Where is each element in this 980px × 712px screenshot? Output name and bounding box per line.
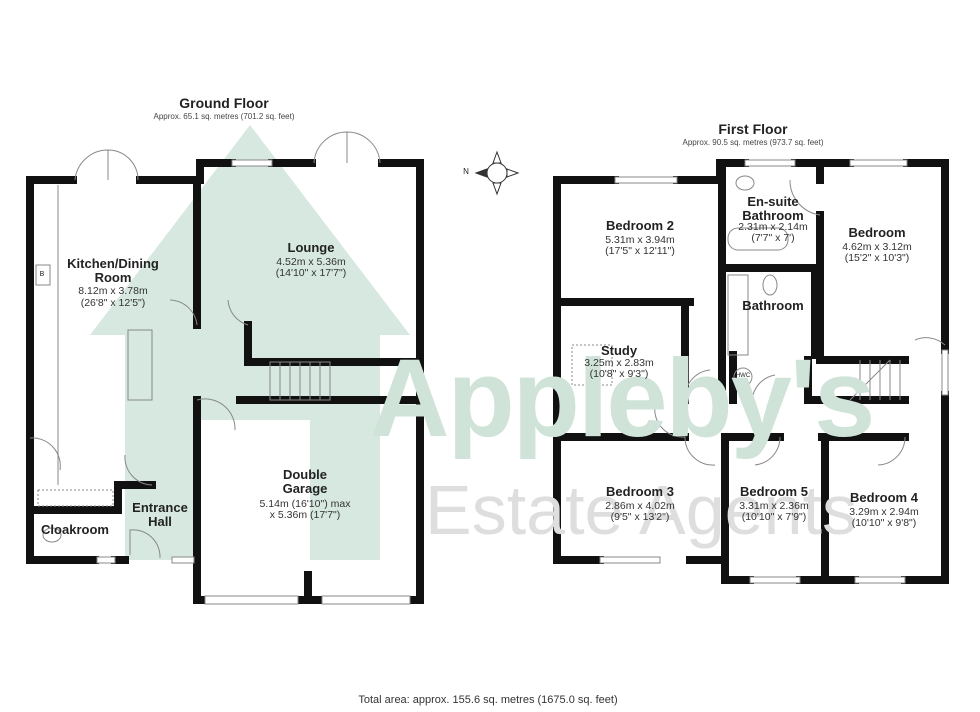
room-bedroom: Bedroom xyxy=(848,225,906,240)
compass-north-label: N xyxy=(463,167,469,176)
room-bathroom: Bathroom xyxy=(742,298,804,313)
room-lounge: Lounge xyxy=(287,240,335,255)
watermark-line2: Estate Agents xyxy=(425,471,857,549)
room-bedroom-3: Bedroom 3 xyxy=(606,484,674,499)
compass-icon xyxy=(474,150,520,196)
room-cloakroom: Cloakroom xyxy=(41,522,109,537)
first-floor-walls xyxy=(553,159,949,584)
first-floor-title: First Floor xyxy=(718,121,788,137)
room-bedroom-2-imperial: (17'5" x 12'11") xyxy=(605,245,675,257)
room-kitchen-dining-imperial: (26'8" x 12'5") xyxy=(80,297,146,309)
room-bedroom-3-metric: 2.86m x 4.02m xyxy=(605,500,675,512)
ground-floor-title: Ground Floor xyxy=(179,95,269,111)
room-en-suite-metric: 2.31m x 2.14m xyxy=(738,221,808,233)
room-bedroom-2: Bedroom 2 xyxy=(606,218,674,233)
room-kitchen-dining-metric: 8.12m x 3.78m xyxy=(78,285,148,297)
room-bedroom-2-metric: 5.31m x 3.94m xyxy=(605,234,675,246)
room-bedroom-4-metric: 3.29m x 2.94m xyxy=(849,506,919,518)
room-bedroom-5-imperial: (10'10" x 7'9") xyxy=(741,511,807,523)
room-lounge-imperial: (14'10" x 17'7") xyxy=(275,267,347,279)
ground-floor-walls xyxy=(26,159,424,604)
room-garage-imperial: x 5.36m (17'7") xyxy=(269,509,341,521)
room-lounge-metric: 4.52m x 5.36m xyxy=(276,256,346,268)
room-bedroom-metric: 4.62m x 3.12m xyxy=(842,241,912,253)
boiler-label: B xyxy=(39,271,45,278)
room-bedroom-4-imperial: (10'10" x 9'8") xyxy=(851,517,917,529)
ground-floor-area: Approx. 65.1 sq. metres (701.2 sq. feet) xyxy=(153,112,295,121)
room-bedroom-4: Bedroom 4 xyxy=(850,490,918,505)
room-en-suite: En-suite Bathroom xyxy=(742,194,804,224)
room-double-garage: Double Garage xyxy=(282,467,328,497)
room-entrance-hall: Entrance Hall xyxy=(132,500,188,530)
room-garage-metric: 5.14m (16'10") max xyxy=(259,498,351,510)
room-study: Study xyxy=(600,343,638,358)
room-kitchen-dining: Kitchen/Dining Room xyxy=(67,256,159,286)
room-study-imperial: (10'8" x 9'3") xyxy=(589,368,649,380)
room-bedroom-3-imperial: (9'5" x 13'2") xyxy=(610,511,670,523)
first-floor-area: Approx. 90.5 sq. metres (973.7 sq. feet) xyxy=(682,138,824,147)
room-bedroom-imperial: (15'2" x 10'3") xyxy=(844,252,910,264)
hwc-label: HWC xyxy=(735,373,751,379)
first-floor-fixtures xyxy=(571,159,949,584)
room-study-metric: 3.25m x 2.83m xyxy=(584,357,654,369)
room-bedroom-5-metric: 3.31m x 2.36m xyxy=(739,500,809,512)
room-bedroom-5: Bedroom 5 xyxy=(740,484,808,499)
ground-floor-fixtures xyxy=(29,131,411,605)
watermark-line1: Appleby's xyxy=(370,337,875,460)
room-en-suite-imperial: (7'7" x 7') xyxy=(751,232,795,244)
total-area: Total area: approx. 155.6 sq. metres (16… xyxy=(358,694,618,706)
